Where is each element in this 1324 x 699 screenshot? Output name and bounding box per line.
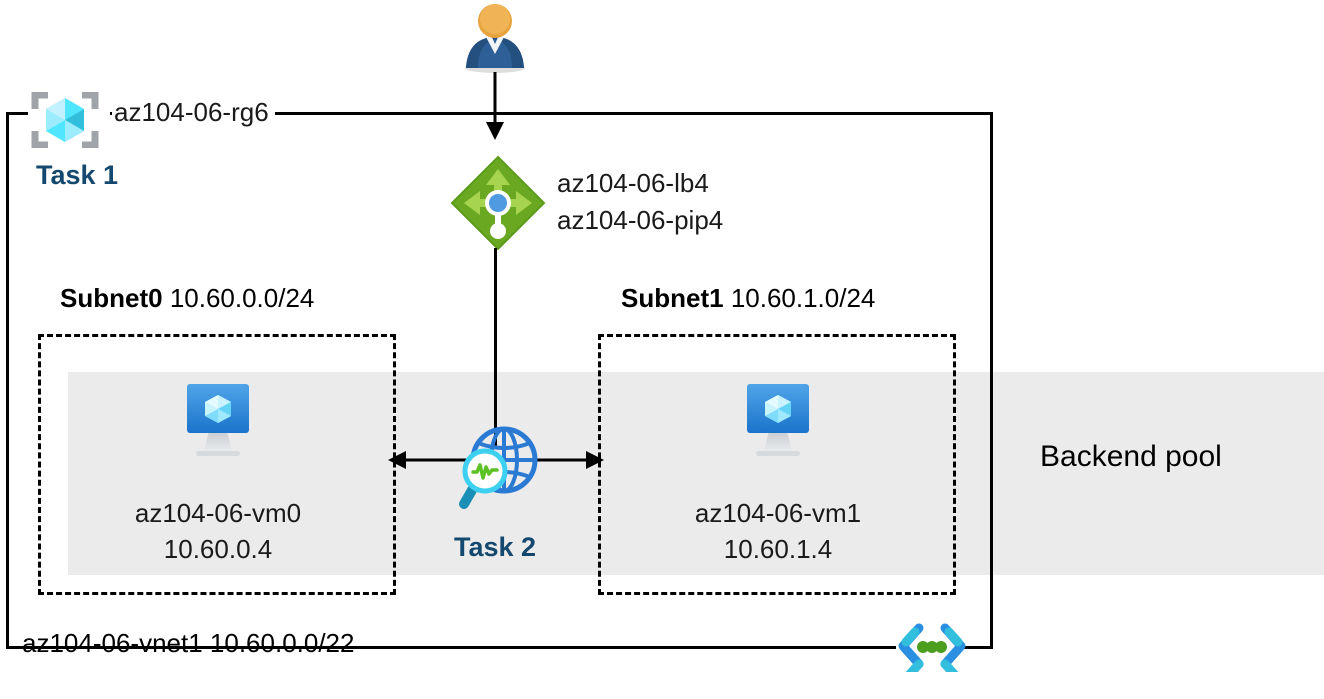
- resource-group-border-top-left: [6, 112, 28, 115]
- user-icon: [462, 2, 528, 74]
- resource-group-border-bottom-right: [963, 646, 993, 649]
- task-1-label: Task 1: [36, 160, 119, 190]
- virtual-machine-icon: [178, 381, 258, 459]
- resource-group-border-left: [6, 112, 9, 649]
- subnet0-name: Subnet0: [60, 283, 163, 313]
- resource-group-icon: [28, 91, 102, 149]
- lb-to-vnet-connector: [494, 248, 497, 448]
- vm1-name: az104-06-vm1: [694, 498, 862, 528]
- backend-pool-label: Backend pool: [1040, 440, 1222, 473]
- resource-group-name: az104-06-rg6: [112, 97, 275, 128]
- resource-group-border-top-right: [110, 112, 993, 115]
- public-ip-name: az104-06-pip4: [557, 205, 724, 235]
- subnet0-header: Subnet0 10.60.0.0/24: [60, 283, 314, 314]
- subnet1-name: Subnet1: [621, 283, 724, 313]
- vm1-labels: az104-06-vm1 10.60.1.4: [628, 495, 928, 567]
- vm0-name: az104-06-vm0: [134, 498, 302, 528]
- virtual-machine-icon: [738, 381, 818, 459]
- load-balancer-icon: [450, 155, 546, 251]
- vm1-ip: 10.60.1.4: [723, 534, 833, 564]
- subnet0-cidr: 10.60.0.0/24: [169, 283, 315, 313]
- task-2-label: Task 2: [453, 532, 537, 562]
- network-watcher-icon: [452, 420, 542, 512]
- subnet1-cidr: 10.60.1.0/24: [730, 283, 876, 313]
- vnet-label: az104-06-vnet1 10.60.0.0/22: [22, 628, 355, 658]
- vm0-labels: az104-06-vm0 10.60.0.4: [68, 495, 368, 567]
- load-balancer-name: az104-06-lb4: [557, 168, 709, 198]
- subnet1-box: [598, 334, 956, 595]
- user-to-lb-arrow: [478, 72, 512, 142]
- subnet0-box: [38, 334, 396, 595]
- vm0-ip: 10.60.0.4: [163, 534, 273, 564]
- virtual-network-icon: [895, 622, 969, 680]
- load-balancer-labels: az104-06-lb4 az104-06-pip4: [557, 165, 723, 239]
- resource-group-border-right: [990, 112, 993, 649]
- subnet1-header: Subnet1 10.60.1.0/24: [621, 283, 875, 314]
- resource-group-border-bottom-left: [6, 646, 896, 649]
- backend-pool-band: [68, 372, 1324, 575]
